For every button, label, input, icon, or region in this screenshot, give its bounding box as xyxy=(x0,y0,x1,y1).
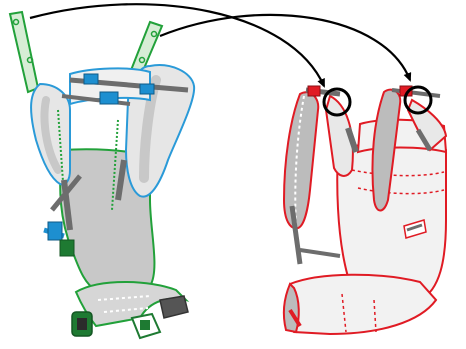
chest-buckle xyxy=(83,73,155,105)
belt-buckle-left xyxy=(71,311,93,337)
carrier-assembled-view xyxy=(282,85,448,336)
shoulder-strap-right xyxy=(371,88,402,212)
belt-buckle-right xyxy=(130,295,189,340)
attachment-highlight-right xyxy=(403,85,433,115)
side-buckle-green xyxy=(59,239,75,257)
shoulder-strap-left xyxy=(282,91,320,230)
attachment-highlight-left xyxy=(322,87,352,117)
side-buckle-left xyxy=(47,221,63,241)
strap-end-left xyxy=(8,10,40,94)
strap-buckle-top-left xyxy=(307,85,321,97)
carrier-exploded-view xyxy=(8,10,196,340)
waist-belt-assembled xyxy=(286,273,438,336)
arrow-left-strap-to-right-shoulder xyxy=(29,3,326,88)
arrow-right-strap-to-right-shoulder xyxy=(159,13,412,82)
connector-arrows xyxy=(29,3,412,88)
shoulder-pad-left xyxy=(30,82,71,186)
